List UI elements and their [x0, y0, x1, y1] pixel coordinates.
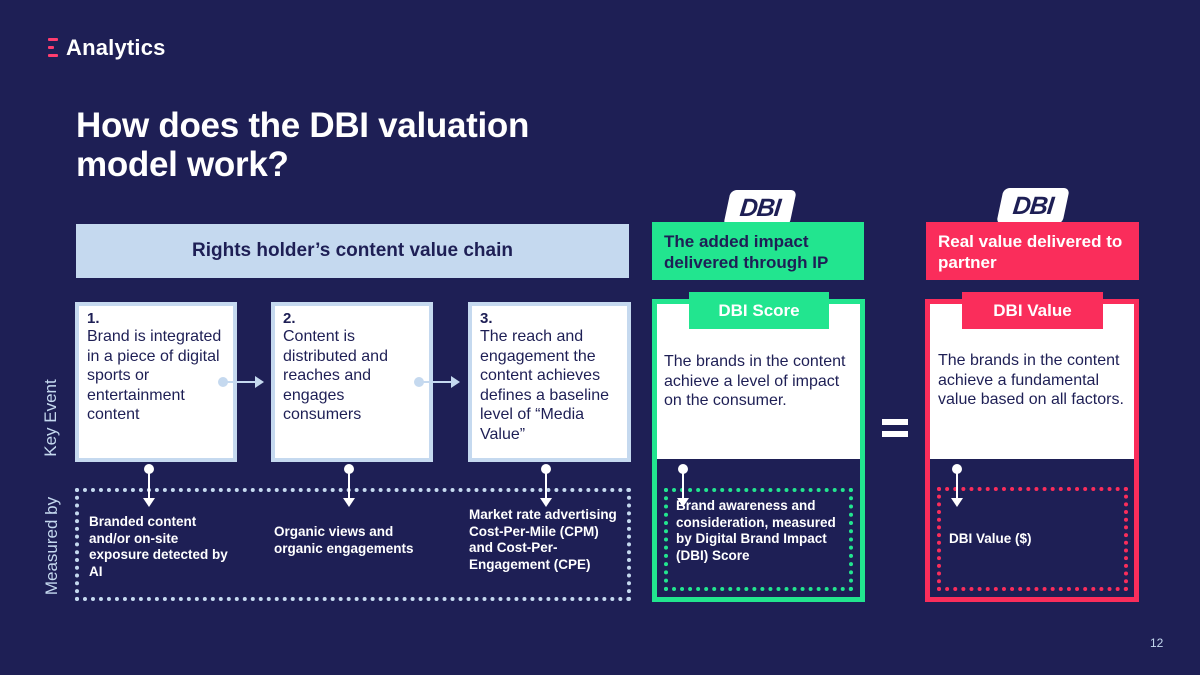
page-number: 12 — [1150, 636, 1164, 650]
dbi-logo-text: DBI — [1011, 191, 1055, 220]
dbi-value-description: The brands in the content achieve a fund… — [938, 352, 1124, 408]
measured-by-label: Measured by — [42, 496, 61, 596]
analytics-logo: Analytics — [48, 34, 166, 62]
score-header: The added impact delivered through IP — [652, 222, 864, 280]
key-event-label: Key Event — [41, 379, 60, 457]
arrow-down-icon — [540, 464, 552, 508]
arrow-down-icon — [677, 464, 689, 508]
dbi-score-tag: DBI Score — [689, 292, 829, 329]
step-number: 2. — [283, 310, 296, 327]
step-text: The reach and engagement the content ach… — [480, 328, 609, 443]
key-event-card: 2. Content is distributed and reaches an… — [271, 302, 433, 462]
measure-text: Market rate advertising Cost-Per-Mile (C… — [469, 507, 617, 572]
dbi-score-measure-region — [664, 488, 853, 591]
key-event-card: 1. Brand is integrated in a piece of dig… — [75, 302, 237, 462]
step-text: Content is distributed and reaches and e… — [283, 328, 388, 423]
dbi-value-card — [930, 304, 1134, 459]
dbi-logo-icon: DBI — [996, 188, 1070, 224]
dbi-score-description: The brands in the content achieve a leve… — [664, 353, 846, 409]
arrow-down-icon — [951, 464, 963, 508]
key-event-card: 3. The reach and engagement the content … — [468, 302, 631, 462]
dbi-logo-icon: DBI — [723, 190, 797, 226]
dbi-score-card — [657, 304, 860, 459]
analytics-logo-icon — [48, 36, 60, 60]
step-number: 1. — [87, 310, 100, 327]
dbi-logo-text: DBI — [738, 193, 782, 222]
arrow-right-icon — [218, 376, 266, 388]
slide-title: How does the DBI valuation model work? — [76, 106, 530, 184]
dbi-value-tag: DBI Value — [962, 292, 1103, 329]
value-chain-header: Rights holder’s content value chain — [76, 224, 629, 278]
step-text: Brand is integrated in a piece of digita… — [87, 328, 222, 423]
dbi-score-measure: Brand awareness and consideration, measu… — [676, 498, 836, 563]
dbi-value-measure: DBI Value ($) — [949, 531, 1032, 546]
dbi-value-measure-region — [937, 487, 1128, 591]
arrow-down-icon — [143, 464, 155, 508]
step-number: 3. — [480, 310, 493, 327]
arrow-down-icon — [343, 464, 355, 508]
value-header: Real value delivered to partner — [926, 222, 1139, 280]
equals-icon — [882, 419, 908, 439]
measure-text: Organic views and organic engagements — [274, 524, 414, 556]
measure-text: Branded content and/or on-site exposure … — [89, 514, 228, 579]
arrow-right-icon — [414, 376, 462, 388]
measured-by-region — [75, 488, 631, 601]
logo-text: Analytics — [66, 35, 166, 60]
